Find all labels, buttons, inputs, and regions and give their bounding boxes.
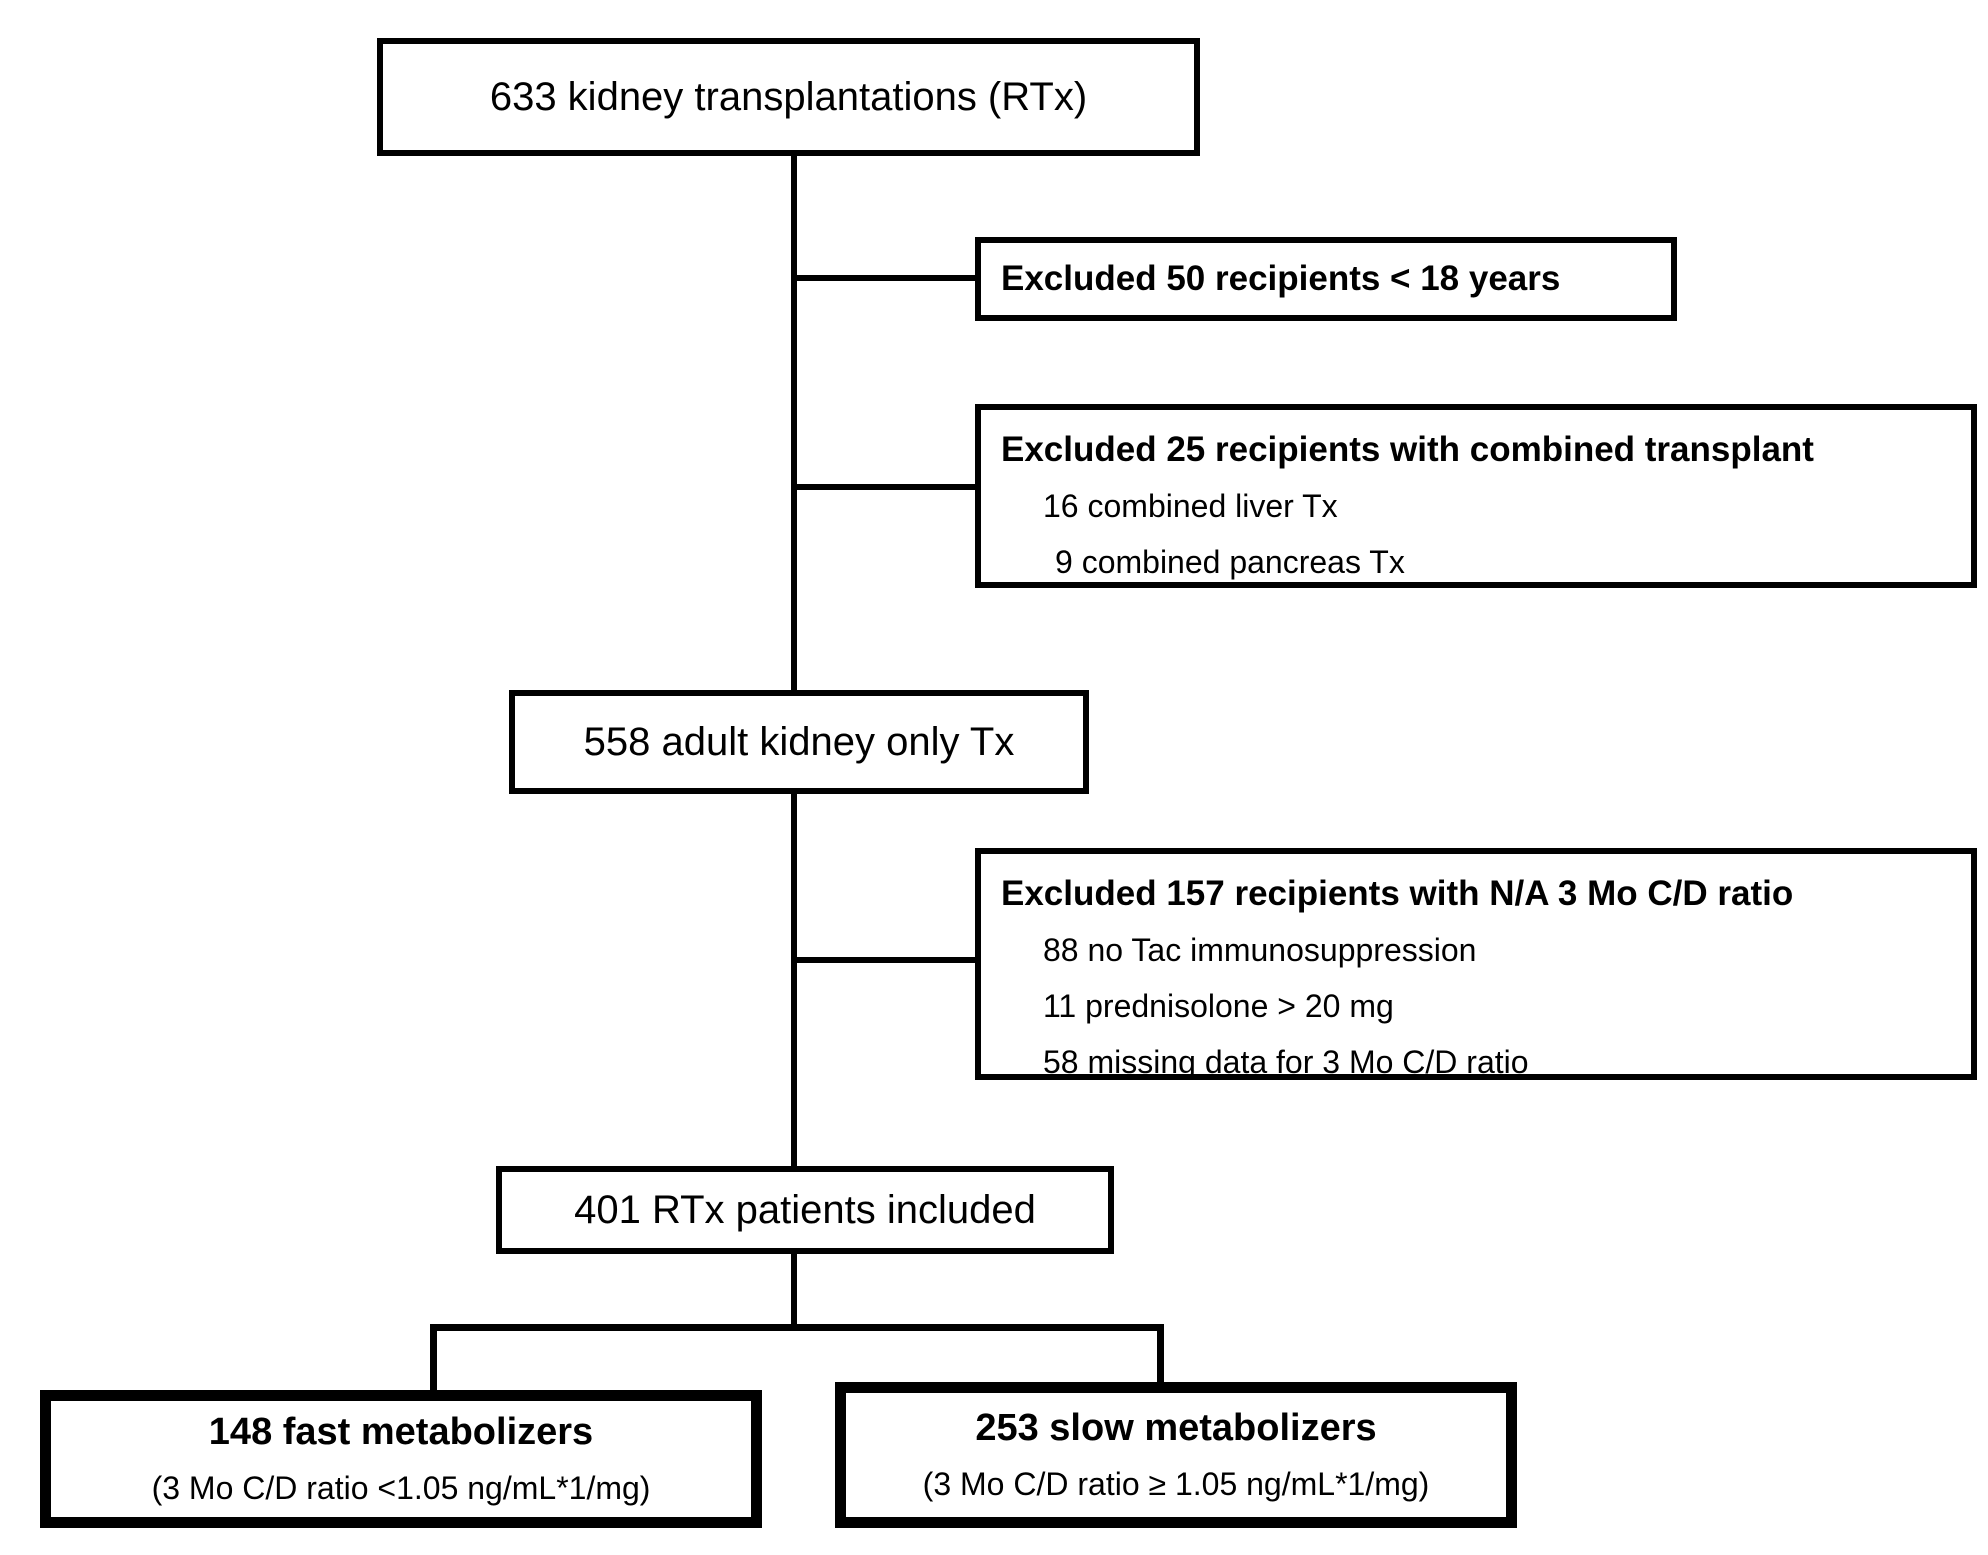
connector-drop-fast [430,1324,437,1394]
box-adult-kidney-only: 558 adult kidney only Tx [509,690,1089,794]
patients-included-label: 401 RTx patients included [574,1187,1036,1232]
box-excluded-combined-transplant: Excluded 25 recipients with combined tra… [975,404,1977,588]
adult-kidney-only-label: 558 adult kidney only Tx [583,719,1015,764]
fast-metabolizers-title: 148 fast metabolizers [208,1411,594,1453]
box-slow-metabolizers: 253 slow metabolizers (3 Mo C/D ratio ≥ … [835,1382,1517,1528]
slow-metabolizers-title: 253 slow metabolizers [975,1407,1377,1449]
total-transplantations-label: 633 kidney transplantations (RTx) [489,74,1088,119]
box-total-transplantations: 633 kidney transplantations (RTx) [377,38,1200,156]
connector-drop-slow [1157,1324,1164,1386]
excluded-na-ratio-item-missing-data: 58 missing data for 3 Mo C/D ratio [1043,1044,1529,1080]
excluded-na-ratio-item-no-tac: 88 no Tac immunosuppression [1043,932,1477,968]
excluded-na-ratio-item-prednisolone: 11 prednisolone > 20 mg [1043,988,1394,1024]
connector-branch-excluded-age [794,275,979,281]
box-excluded-na-ratio: Excluded 157 recipients with N/A 3 Mo C/… [975,848,1977,1080]
box-excluded-under-18: Excluded 50 recipients < 18 years [975,237,1677,321]
excluded-na-ratio-title: Excluded 157 recipients with N/A 3 Mo C/… [1001,874,1794,913]
connector-spine-middle [791,788,797,1172]
excluded-combined-item-liver: 16 combined liver Tx [1043,488,1338,524]
connector-split-bar [430,1324,1164,1331]
box-fast-metabolizers: 148 fast metabolizers (3 Mo C/D ratio <1… [40,1390,762,1528]
excluded-under-18-label: Excluded 50 recipients < 18 years [1001,259,1561,298]
box-patients-included: 401 RTx patients included [496,1166,1114,1254]
fast-metabolizers-criterion: (3 Mo C/D ratio <1.05 ng/mL*1/mg) [151,1470,651,1506]
connector-branch-excluded-ratio [794,957,979,963]
excluded-combined-title: Excluded 25 recipients with combined tra… [1001,430,1814,469]
connector-branch-excluded-combined [794,484,979,490]
excluded-combined-item-pancreas: 9 combined pancreas Tx [1055,544,1405,580]
slow-metabolizers-criterion: (3 Mo C/D ratio ≥ 1.05 ng/mL*1/mg) [922,1466,1430,1502]
connector-spine-top [791,150,797,696]
connector-spine-bottom [791,1248,797,1330]
